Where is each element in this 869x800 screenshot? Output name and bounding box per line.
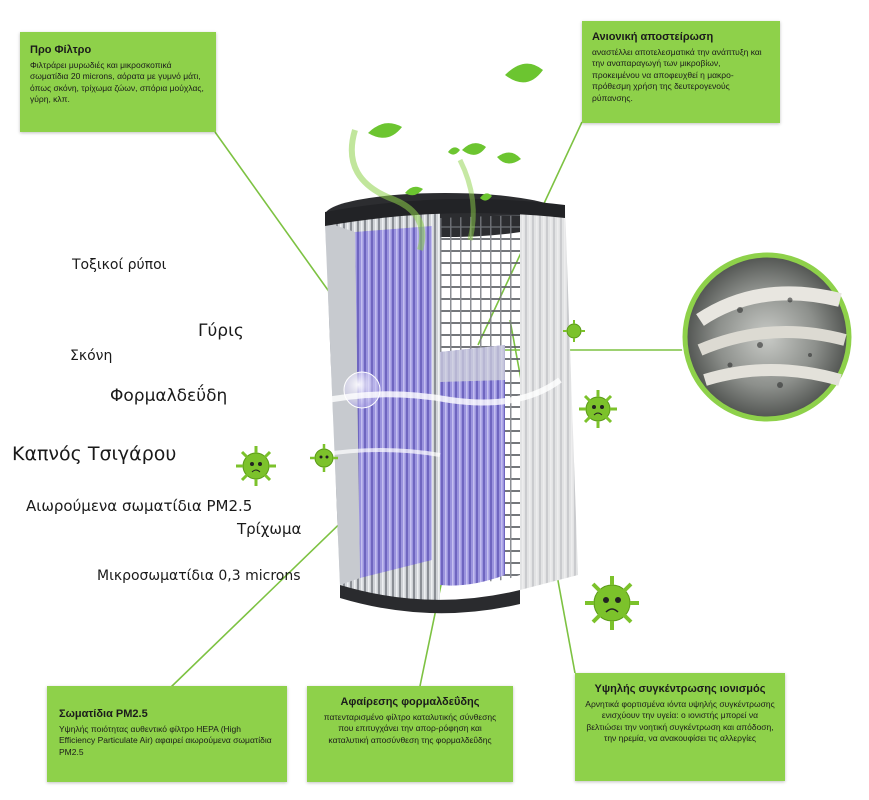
callout-text: αναστέλλει αποτελεσματικά την ανάπτυξη κ… <box>592 47 762 103</box>
callout-pre-filter: Προ Φίλτρο Φιλτράρει μυρωδιές και μικροσ… <box>20 32 216 132</box>
pollutant-pm25: Αιωρούμενα σωματίδια PM2.5 <box>26 497 253 515</box>
callout-ions: Υψηλής συγκέντρωσης ιονισμός Αρνητικά φο… <box>575 673 785 781</box>
callout-text: πατενταρισμένο φίλτρο καταλυτικής σύνθεσ… <box>323 712 497 745</box>
callout-title: Υψηλής συγκέντρωσης ιονισμός <box>594 683 766 695</box>
callout-title: Ανιονική αποστείρωση <box>592 31 714 43</box>
callout-pm25: Σωματίδια PM2.5 Υψηλής ποιότητας αυθεντι… <box>47 686 287 782</box>
callout-text: Φιλτράρει μυρωδιές και μικροσκοπικά σωμα… <box>30 60 204 105</box>
pollutant-dust: Σκόνη <box>70 348 113 364</box>
germs <box>236 320 639 630</box>
callout-title: Αφαίρεσης φορμαλδεΰδης <box>340 696 480 708</box>
pollutant-micro: Μικροσωματίδια 0,3 microns <box>97 568 301 584</box>
callout-antibacterial: Ανιονική αποστείρωση αναστέλλει αποτελεσ… <box>582 21 780 123</box>
callout-text: Υψηλής ποιότητας αυθεντικό φίλτρο HEPA (… <box>59 724 272 757</box>
pollutant-smoke: Καπνός Τσιγάρου <box>12 443 177 465</box>
filter-cylinder <box>238 129 578 614</box>
callout-title: Σωματίδια PM2.5 <box>59 708 148 720</box>
zoom-detail <box>681 251 853 423</box>
pollutant-formaldehyde: Φορμαλδεΰδη <box>110 386 228 406</box>
leaves <box>368 63 543 201</box>
pollutant-pollen: Γύρις <box>198 321 244 341</box>
callout-text: Αρνητικά φορτισμένα ιόντα υψηλής συγκέντ… <box>585 699 775 744</box>
callout-title: Προ Φίλτρο <box>30 44 92 56</box>
pollutant-hair: Τρίχωμα <box>237 520 302 538</box>
pollutant-toxic: Τοξικοί ρύποι <box>72 257 167 273</box>
callout-formaldehyde: Αφαίρεσης φορμαλδεΰδης πατενταρισμένο φί… <box>307 686 513 782</box>
